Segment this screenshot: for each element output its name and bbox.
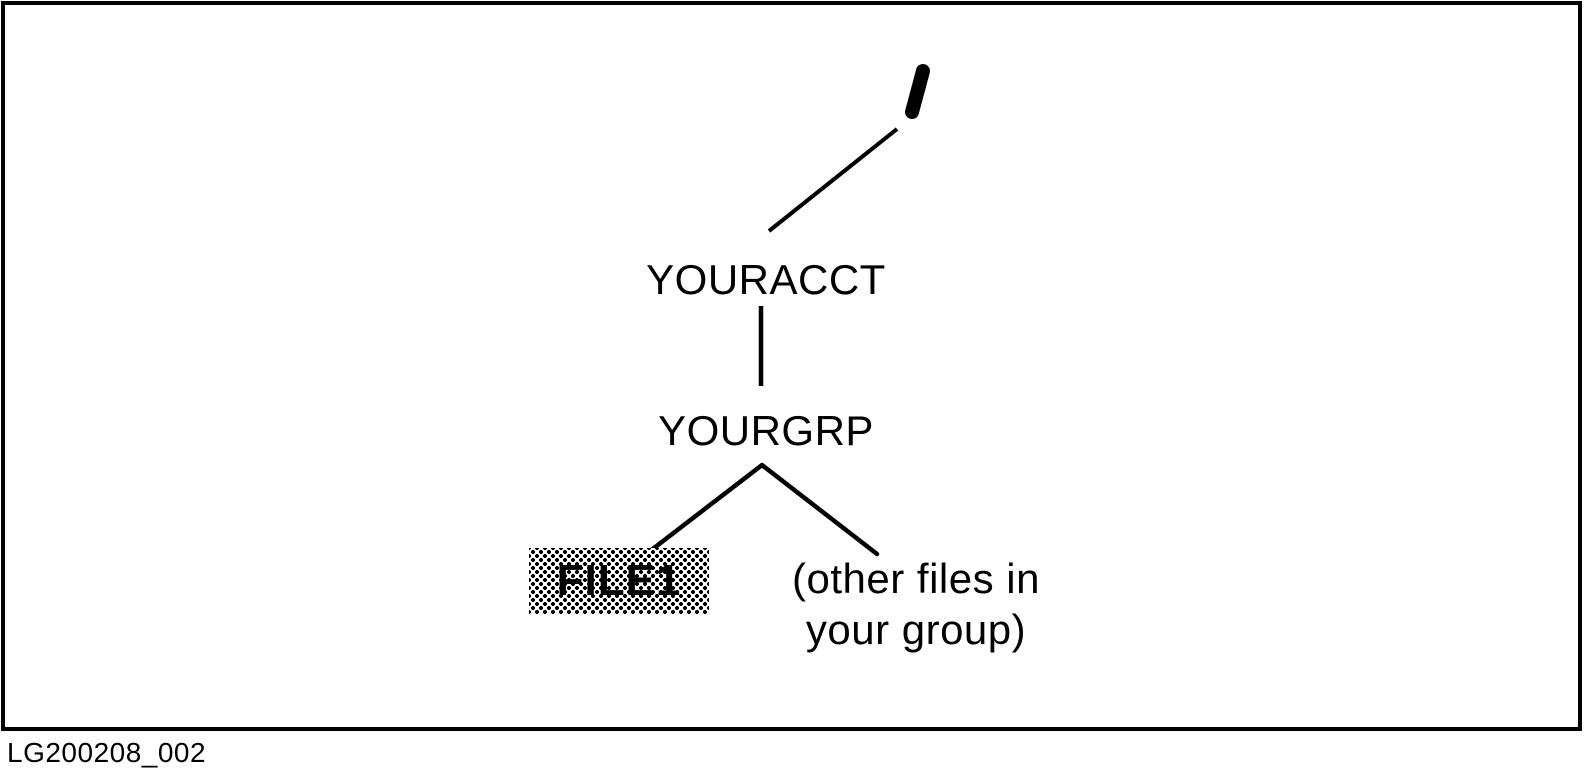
- root-label: /: [920, 60, 921, 61]
- node-other-files: (other files in your group): [784, 553, 1048, 655]
- other-files-line-1: (other files in: [792, 555, 1040, 602]
- node-account: YOURACCT: [589, 256, 943, 303]
- node-file1-highlighted: FILE1: [529, 548, 709, 614]
- file1-label: FILE1: [556, 556, 682, 606]
- node-group: YOURGRP: [589, 407, 943, 454]
- node-root: /: [900, 60, 940, 120]
- figure-caption: LG200208_002: [7, 737, 207, 768]
- account-label: YOURACCT: [646, 256, 886, 303]
- group-label: YOURGRP: [658, 407, 874, 454]
- other-files-line-2: your group): [805, 606, 1027, 653]
- figure-border: [1, 1, 1582, 731]
